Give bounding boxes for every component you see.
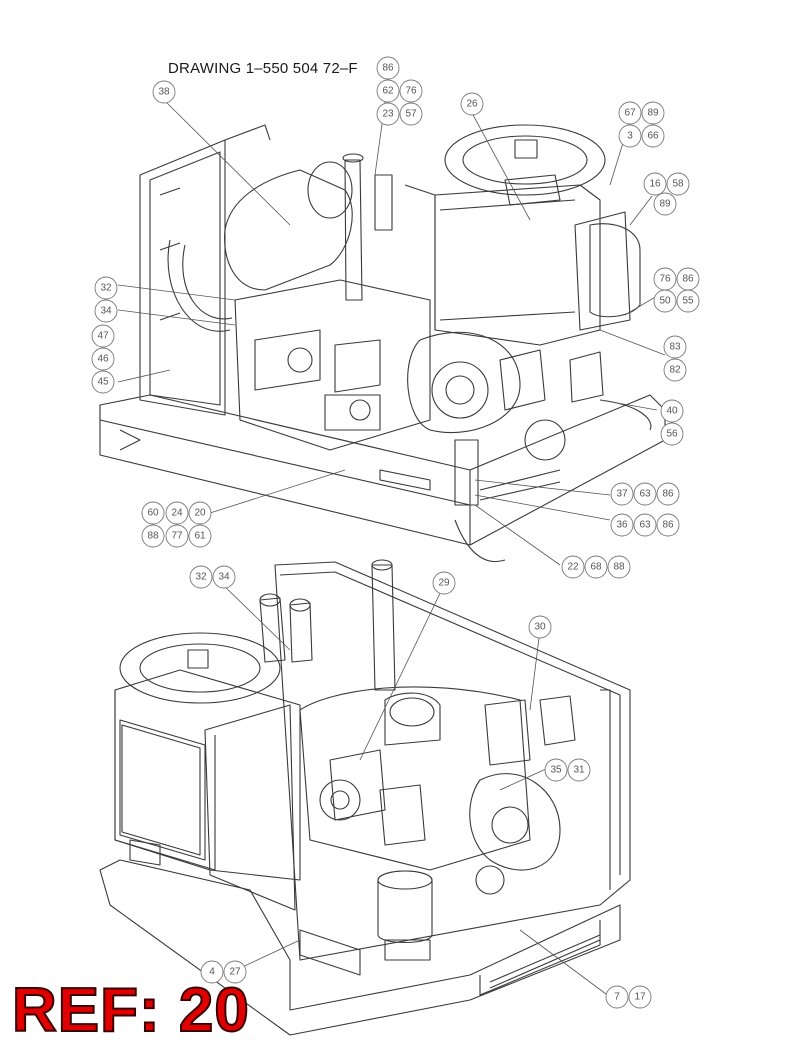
callout-22: 22 (567, 562, 579, 573)
ref-label: REF: 20 (11, 976, 250, 1045)
callout-34: 34 (100, 306, 112, 317)
callout-45: 45 (97, 377, 109, 388)
callout-20: 20 (194, 508, 206, 519)
callout-32: 32 (100, 283, 112, 294)
callout-86: 86 (662, 520, 674, 531)
callout-66: 66 (647, 131, 659, 142)
callout-3: 3 (627, 131, 633, 142)
callout-32: 32 (195, 572, 207, 583)
callout-34: 34 (218, 572, 230, 583)
callout-38: 38 (158, 87, 170, 98)
callout-82: 82 (669, 365, 681, 376)
callout-88: 88 (147, 531, 159, 542)
callout-60: 60 (147, 508, 159, 519)
callout-36: 36 (616, 520, 628, 531)
callout-68: 68 (590, 562, 602, 573)
callout-89: 89 (659, 199, 671, 210)
callout-37: 37 (616, 489, 628, 500)
callout-47: 47 (97, 331, 109, 342)
callout-55: 55 (682, 296, 694, 307)
callout-24: 24 (171, 508, 183, 519)
callout-26: 26 (466, 99, 478, 110)
callout-89: 89 (647, 108, 659, 119)
callout-63: 63 (639, 489, 651, 500)
callout-46: 46 (97, 354, 109, 365)
callout-67: 67 (624, 108, 636, 119)
callout-40: 40 (666, 406, 678, 417)
callout-86: 86 (382, 63, 394, 74)
callout-76: 76 (405, 86, 417, 97)
callout-29: 29 (438, 578, 450, 589)
callout-57: 57 (405, 109, 417, 120)
callout-77: 77 (171, 531, 183, 542)
drawing-number: DRAWING 1–550 504 72–F (168, 60, 358, 77)
callout-35: 35 (550, 765, 562, 776)
callout-58: 58 (672, 179, 684, 190)
callout-88: 88 (613, 562, 625, 573)
callout-76: 76 (659, 274, 671, 285)
callout-83: 83 (669, 342, 681, 353)
callout-86: 86 (662, 489, 674, 500)
callout-27: 27 (229, 967, 241, 978)
callout-23: 23 (382, 109, 394, 120)
callout-61: 61 (194, 531, 206, 542)
callout-62: 62 (382, 86, 394, 97)
callout-16: 16 (649, 179, 661, 190)
callout-30: 30 (534, 622, 546, 633)
callout-63: 63 (639, 520, 651, 531)
callout-56: 56 (666, 429, 678, 440)
callout-7: 7 (614, 992, 620, 1003)
callout-50: 50 (659, 296, 671, 307)
callout-4: 4 (209, 967, 215, 978)
callout-17: 17 (634, 992, 646, 1003)
callout-31: 31 (573, 765, 585, 776)
callout-86: 86 (682, 274, 694, 285)
